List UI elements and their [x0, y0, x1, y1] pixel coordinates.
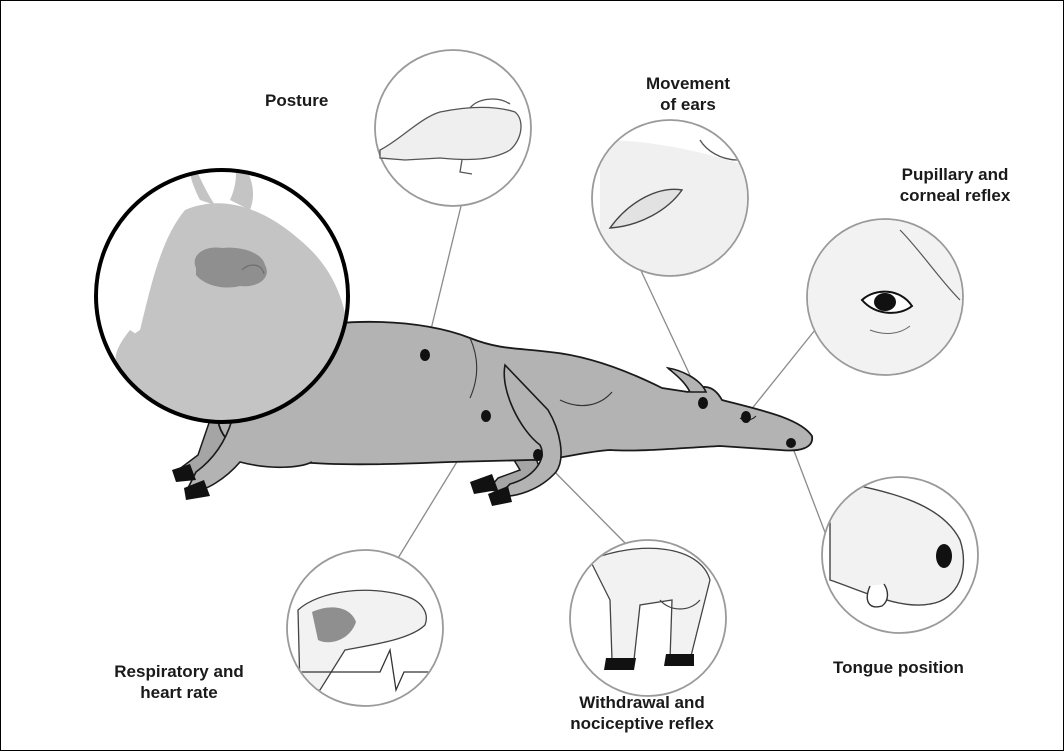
posture-label: Posture [265, 90, 328, 111]
ears-label: Movement of ears [628, 73, 748, 115]
pupil-label-line2: corneal reflex [875, 185, 1035, 206]
tongue-connector [791, 443, 826, 535]
withdrawal-label-line1: Withdrawal and [552, 692, 732, 713]
eye-icon [800, 215, 970, 385]
resp-label-line1: Respiratory and [94, 661, 264, 682]
ears-label-line2: of ears [628, 94, 748, 115]
pupil-label: Pupillary and corneal reflex [875, 164, 1035, 206]
withdrawal-label-line2: nociceptive reflex [552, 713, 732, 734]
resp-label: Respiratory and heart rate [94, 661, 264, 703]
ears-label-line1: Movement [628, 73, 748, 94]
posture-label-text: Posture [265, 90, 328, 111]
withdrawal-label: Withdrawal and nociceptive reflex [552, 692, 732, 734]
pupil-connector [746, 330, 815, 416]
resp-label-line2: heart rate [94, 682, 264, 703]
tongue-label-text: Tongue position [833, 657, 964, 678]
tongue-label: Tongue position [833, 657, 964, 678]
pupil-label-line1: Pupillary and [875, 164, 1035, 185]
